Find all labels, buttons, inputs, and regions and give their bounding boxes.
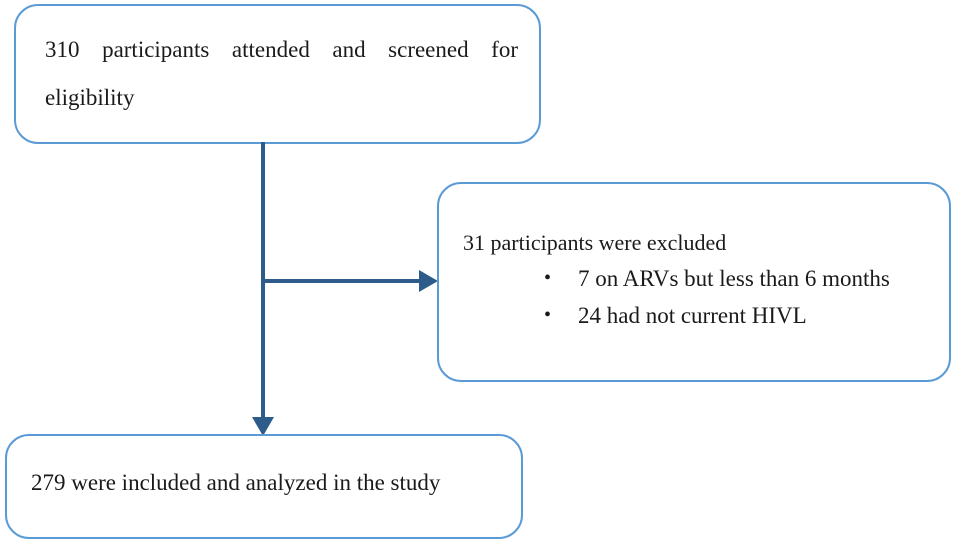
excluded-reasons-list: • 7 on ARVs but less than 6 months • 24 … bbox=[463, 260, 890, 334]
flow-node-analyzed: 279 were included and analyzed in the st… bbox=[5, 434, 523, 539]
analyzed-label: 279 were included and analyzed in the st… bbox=[31, 470, 441, 495]
excluded-heading-label: 31 participants were excluded bbox=[463, 230, 727, 255]
flow-node-excluded: 31 participants were excluded • 7 on ARV… bbox=[437, 182, 951, 382]
bullet-icon: • bbox=[544, 304, 552, 326]
bullet-icon: • bbox=[544, 267, 552, 289]
arrow-right-icon bbox=[419, 270, 438, 292]
list-item: • 7 on ARVs but less than 6 months bbox=[463, 260, 890, 297]
connector-vertical-line bbox=[261, 142, 265, 424]
flow-node-screened: 310 participants attended and screened f… bbox=[14, 4, 541, 144]
list-item-label: 24 had not current HIVL bbox=[578, 303, 807, 328]
list-item-label: 7 on ARVs but less than 6 months bbox=[578, 266, 890, 291]
list-item: • 24 had not current HIVL bbox=[463, 297, 890, 334]
screened-label: 310 participants attended and screened f… bbox=[45, 37, 518, 110]
connector-horizontal-line bbox=[261, 279, 426, 283]
arrow-down-icon bbox=[252, 417, 274, 436]
